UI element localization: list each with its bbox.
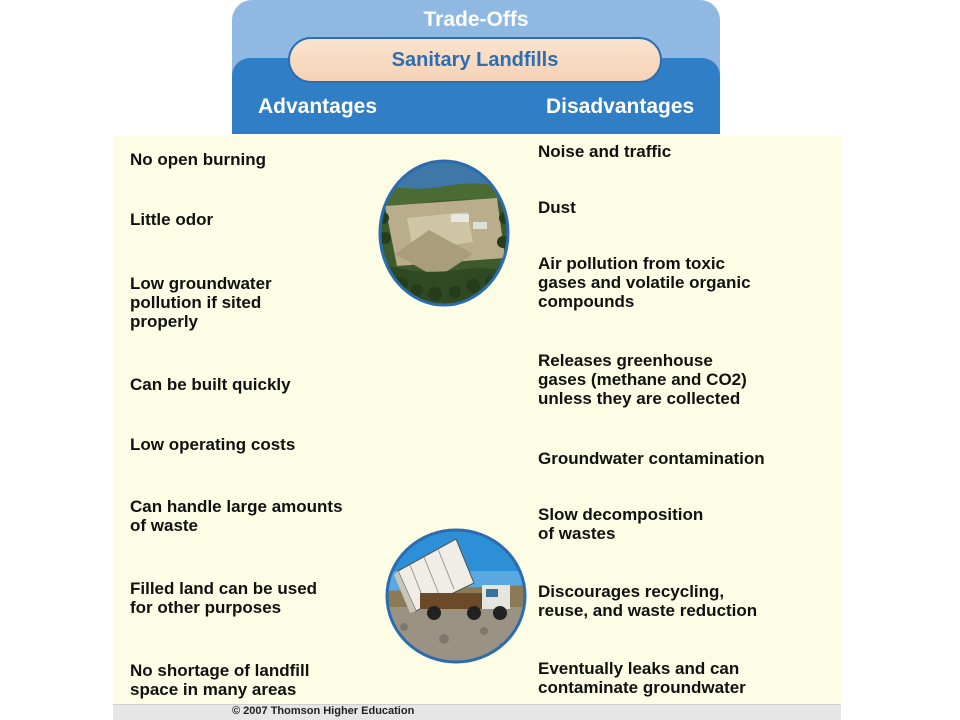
landfill-aerial-photo: [378, 159, 510, 307]
disadvantage-item: Discourages recycling, reuse, and waste …: [538, 582, 758, 620]
footer-strip: [113, 704, 841, 720]
disadvantage-item: Air pollution from toxic gases and volat…: [538, 254, 751, 311]
disadvantage-item: Slow decomposition of wastes: [538, 505, 704, 543]
subtitle-pill: Sanitary Landfills: [288, 37, 662, 83]
advantage-item: Little odor: [130, 210, 214, 229]
advantage-item: Low groundwater pollution if sited prope…: [130, 274, 272, 331]
disadvantage-item: Eventually leaks and can contaminate gro…: [538, 659, 746, 697]
advantage-item: Low operating costs: [130, 435, 296, 454]
advantage-item: Can be built quickly: [130, 375, 291, 394]
advantage-item: No open burning: [130, 150, 266, 169]
disadvantage-item: Noise and traffic: [538, 142, 672, 161]
disadvantages-heading: Disadvantages: [546, 95, 695, 118]
disadvantage-item: Releases greenhouse gases (methane and C…: [538, 351, 747, 408]
advantage-item: Filled land can be used for other purpos…: [130, 579, 318, 617]
disadvantage-item: Dust: [538, 198, 576, 217]
dump-truck-photo: [385, 528, 527, 664]
advantages-heading: Advantages: [258, 95, 378, 118]
advantage-item: No shortage of landfill space in many ar…: [130, 661, 310, 699]
diagram-title: Trade-Offs: [423, 8, 529, 31]
advantage-item: Can handle large amounts of waste: [130, 497, 343, 535]
copyright-text: © 2007 Thomson Higher Education: [232, 705, 415, 717]
disadvantage-item: Groundwater contamination: [538, 449, 765, 468]
